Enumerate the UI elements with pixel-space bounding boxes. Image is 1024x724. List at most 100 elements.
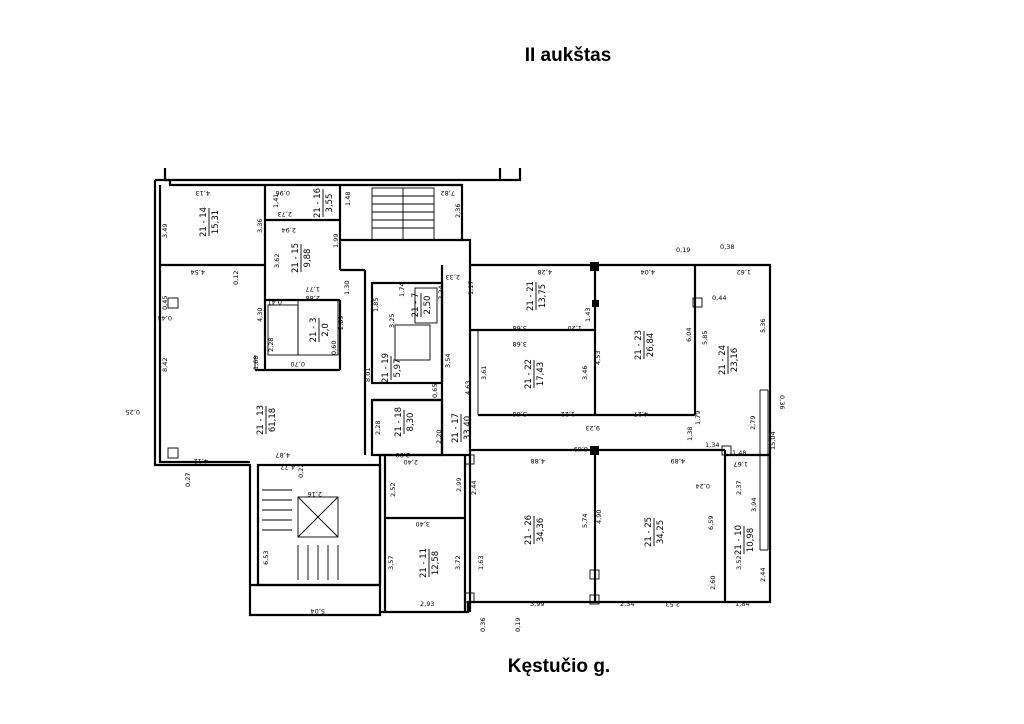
dimension-label: 1,67 xyxy=(734,460,748,468)
dimension-label: 0,36 xyxy=(479,618,487,632)
svg-text:21 - 25: 21 - 25 xyxy=(644,517,654,547)
svg-text:21 - 15: 21 - 15 xyxy=(291,243,301,273)
interior-walls xyxy=(160,185,770,612)
dimension-label: 1,63 xyxy=(477,556,485,570)
svg-text:13,75: 13,75 xyxy=(538,284,548,308)
dimension-label: 15,04 xyxy=(769,431,777,450)
dimension-label: 1,17 xyxy=(467,281,475,295)
dimension-label: 2,09 xyxy=(337,316,345,330)
dimension-label: 3,62 xyxy=(273,254,281,268)
dimension-label: 4,53 xyxy=(594,351,602,365)
dimension-label: 1,34 xyxy=(705,441,719,449)
svg-text:21 - 13: 21 - 13 xyxy=(256,405,266,435)
dimension-label: 1,43 xyxy=(584,308,592,322)
room-21-13: 21 - 13 61,18 xyxy=(256,405,278,435)
dimension-label: 0,45 xyxy=(161,296,169,310)
svg-text:21 - 11: 21 - 11 xyxy=(419,548,429,578)
dimension-label: 1,48 xyxy=(344,192,352,206)
dimension-label: 1,38 xyxy=(686,427,694,441)
room-21-17: 21 - 17 33,40 xyxy=(451,413,473,443)
dimension-label: 2,99 xyxy=(455,478,463,492)
dimension-label: 1,68 xyxy=(252,356,260,370)
dimension-label: 4,30 xyxy=(256,308,264,322)
dimension-label: 2,34 xyxy=(620,600,634,608)
svg-text:21 - 7: 21 - 7 xyxy=(411,293,421,318)
dimension-label: 0,44 xyxy=(712,294,726,302)
room-21-11: 21 - 11 12,58 xyxy=(419,548,441,578)
dimension-label: 1,99 xyxy=(332,234,340,248)
room-21-23: 21 - 23 26,84 xyxy=(634,330,656,360)
svg-text:21 - 22: 21 - 22 xyxy=(524,359,534,389)
dimension-label: 2,94 xyxy=(282,226,296,234)
dimension-label: 2,44 xyxy=(470,481,478,495)
dimension-label: 3,99 xyxy=(530,600,544,608)
svg-text:21 - 17: 21 - 17 xyxy=(451,413,461,443)
south-stair-treads xyxy=(262,489,339,580)
svg-text:61,18: 61,18 xyxy=(268,408,278,432)
dimension-label: 3,66 xyxy=(513,410,527,418)
dimension-label: 2,90 xyxy=(396,451,410,459)
svg-text:8,30: 8,30 xyxy=(406,413,416,432)
room-21-25: 21 - 25 34,25 xyxy=(644,517,666,547)
svg-text:2,50: 2,50 xyxy=(423,296,433,315)
room-21-3: 21 - 3 2,0 xyxy=(309,318,331,343)
svg-text:17,43: 17,43 xyxy=(536,362,546,386)
room-21-26: 21 - 26 34,36 xyxy=(524,515,546,545)
dimension-label: 5,85 xyxy=(701,331,709,345)
dimension-label: 2,37 xyxy=(735,481,743,495)
room-21-15: 21 - 15 9,88 xyxy=(291,243,313,273)
dimension-label: 6,59 xyxy=(707,516,715,530)
dimension-label: 3,36 xyxy=(256,219,264,233)
dimension-label: 5,36 xyxy=(759,319,767,333)
dimension-label: 4,63 xyxy=(464,381,472,395)
dimension-label: 2,20 xyxy=(435,430,443,444)
dimension-label: 6,69 xyxy=(574,445,588,453)
room-21-22: 21 - 22 17,43 xyxy=(524,359,546,389)
svg-text:33,40: 33,40 xyxy=(463,416,473,440)
dimension-label: 2,24 xyxy=(437,286,445,300)
svg-text:21 - 14: 21 - 14 xyxy=(199,207,209,237)
dimension-label: 3,25 xyxy=(388,314,396,328)
north-stair-treads xyxy=(372,188,434,240)
dimension-label: 8,42 xyxy=(161,358,169,372)
dimension-label: 3,61 xyxy=(480,366,488,380)
dimension-label: 4,90 xyxy=(595,510,603,524)
floor-title: II aukštas xyxy=(524,45,612,66)
dimension-label: 1,20 xyxy=(568,324,582,332)
dimension-label: 0,27 xyxy=(184,473,192,487)
street-label: Kęstučio g. xyxy=(507,656,611,677)
dimension-label: 2,36 xyxy=(454,204,462,218)
dimension-label: 0,70 xyxy=(291,360,305,368)
dimension-label: 3,57 xyxy=(387,556,395,570)
svg-text:34,25: 34,25 xyxy=(656,520,666,544)
dimension-label: 1,85 xyxy=(372,298,380,312)
room-21-21: 21 - 21 13,75 xyxy=(526,281,548,311)
dimension-label: 0,24 xyxy=(696,482,710,490)
dimension-label: 5,74 xyxy=(581,514,589,528)
dimension-label: 1,74 xyxy=(398,283,406,297)
dimension-label: 8,01 xyxy=(364,368,372,382)
svg-text:21 - 10: 21 - 10 xyxy=(734,525,744,555)
room-21-18: 21 - 18 8,30 xyxy=(394,407,416,437)
svg-text:34,36: 34,36 xyxy=(536,518,546,542)
svg-text:26,84: 26,84 xyxy=(646,333,656,357)
dimension-label: 2,40 xyxy=(404,458,418,466)
svg-text:21 - 18: 21 - 18 xyxy=(394,407,404,437)
dimension-label: 1,48 xyxy=(732,449,746,457)
dimension-label: 1,77 xyxy=(306,285,320,293)
dimension-label: 0,36 xyxy=(778,395,786,409)
dimension-label: 5,04 xyxy=(311,607,325,615)
dimension-label: 4,89 xyxy=(671,457,685,465)
svg-text:21 - 21: 21 - 21 xyxy=(526,281,536,311)
dimension-label: 0,22 xyxy=(297,464,305,478)
dimension-label: 2,52 xyxy=(389,483,397,497)
svg-text:21 - 19: 21 - 19 xyxy=(381,353,391,383)
dimension-label: 4,54 xyxy=(191,268,205,276)
dimension-label: 1,84 xyxy=(735,600,749,608)
room-21-10: 21 - 10 10,98 xyxy=(734,525,756,555)
svg-text:21 - 24: 21 - 24 xyxy=(718,345,728,375)
dimension-label: 2,44 xyxy=(759,568,767,582)
dimension-label: 1,41 xyxy=(272,194,280,208)
outer-walls xyxy=(153,168,772,617)
